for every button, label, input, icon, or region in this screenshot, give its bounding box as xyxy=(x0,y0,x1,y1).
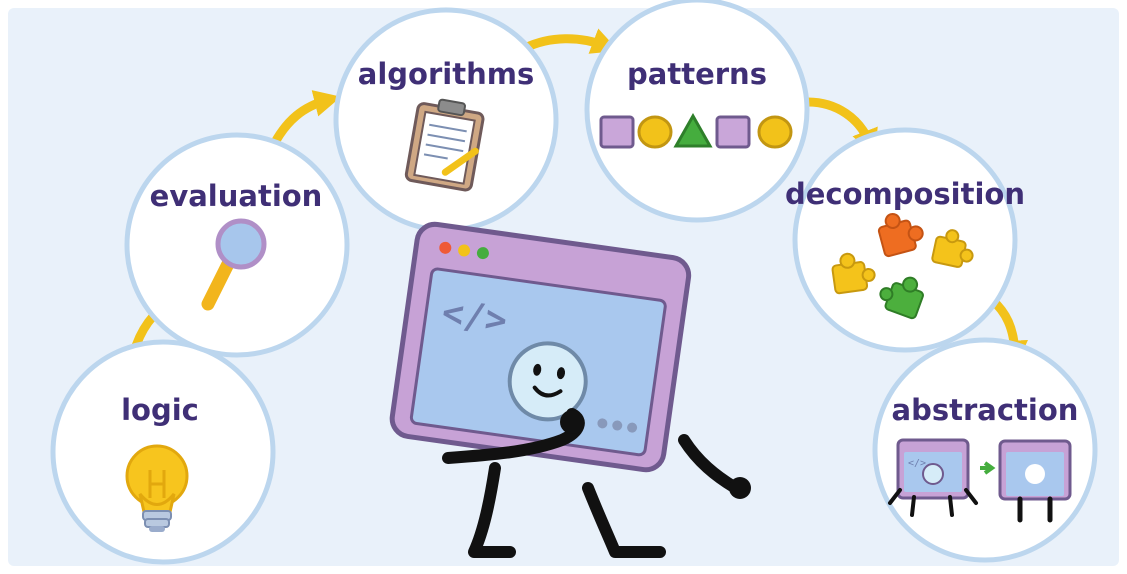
lightbulb-icon xyxy=(125,444,189,532)
window-dot-red xyxy=(439,241,452,254)
square-shape xyxy=(715,115,751,149)
shapes-sequence-icon xyxy=(599,112,793,149)
svg-text:</>: </> xyxy=(908,458,926,469)
code-symbol: </> xyxy=(439,292,509,342)
smile xyxy=(532,385,563,398)
abstract-computer-shape xyxy=(998,439,1072,523)
puzzle-piece-yellow xyxy=(831,252,876,295)
abstraction-circle xyxy=(872,337,1098,563)
circle-shape xyxy=(637,115,673,149)
patterns-circle xyxy=(584,0,810,223)
window-dot-yellow xyxy=(458,244,471,257)
triangle-shape xyxy=(673,112,713,148)
computer-character-icon: </> xyxy=(389,221,751,558)
window-dot-green xyxy=(476,247,489,260)
puzzle-piece-green xyxy=(879,276,924,320)
algorithms-label: algorithms xyxy=(358,57,534,91)
screen-dot xyxy=(597,418,608,429)
screen-dot xyxy=(627,422,638,433)
square-shape xyxy=(599,115,635,149)
screen-dot xyxy=(612,420,623,431)
arrow-algorithms-to-patterns xyxy=(520,28,619,54)
right-eye xyxy=(556,367,566,380)
circle-shape xyxy=(757,115,793,149)
mini-computer-character: </> xyxy=(888,438,978,517)
decomposition-label: decomposition xyxy=(785,177,1025,211)
puzzle-pieces-icon xyxy=(831,212,974,320)
puzzle-piece-yellow xyxy=(931,229,974,268)
magnifying-glass-icon xyxy=(201,218,267,311)
puzzle-piece-orange xyxy=(877,212,924,258)
character-hand xyxy=(560,410,584,434)
patterns-label: patterns xyxy=(627,57,767,91)
simplified-computer-icon: </> xyxy=(888,438,1072,523)
character-hand xyxy=(729,477,751,499)
evaluation-label: evaluation xyxy=(150,179,323,213)
clipboard-icon xyxy=(404,98,485,192)
left-eye xyxy=(533,363,542,376)
logic-label: logic xyxy=(121,393,199,427)
abstraction-label: abstraction xyxy=(892,393,1079,427)
character-face xyxy=(507,341,588,422)
arrow-right-icon xyxy=(980,461,996,475)
